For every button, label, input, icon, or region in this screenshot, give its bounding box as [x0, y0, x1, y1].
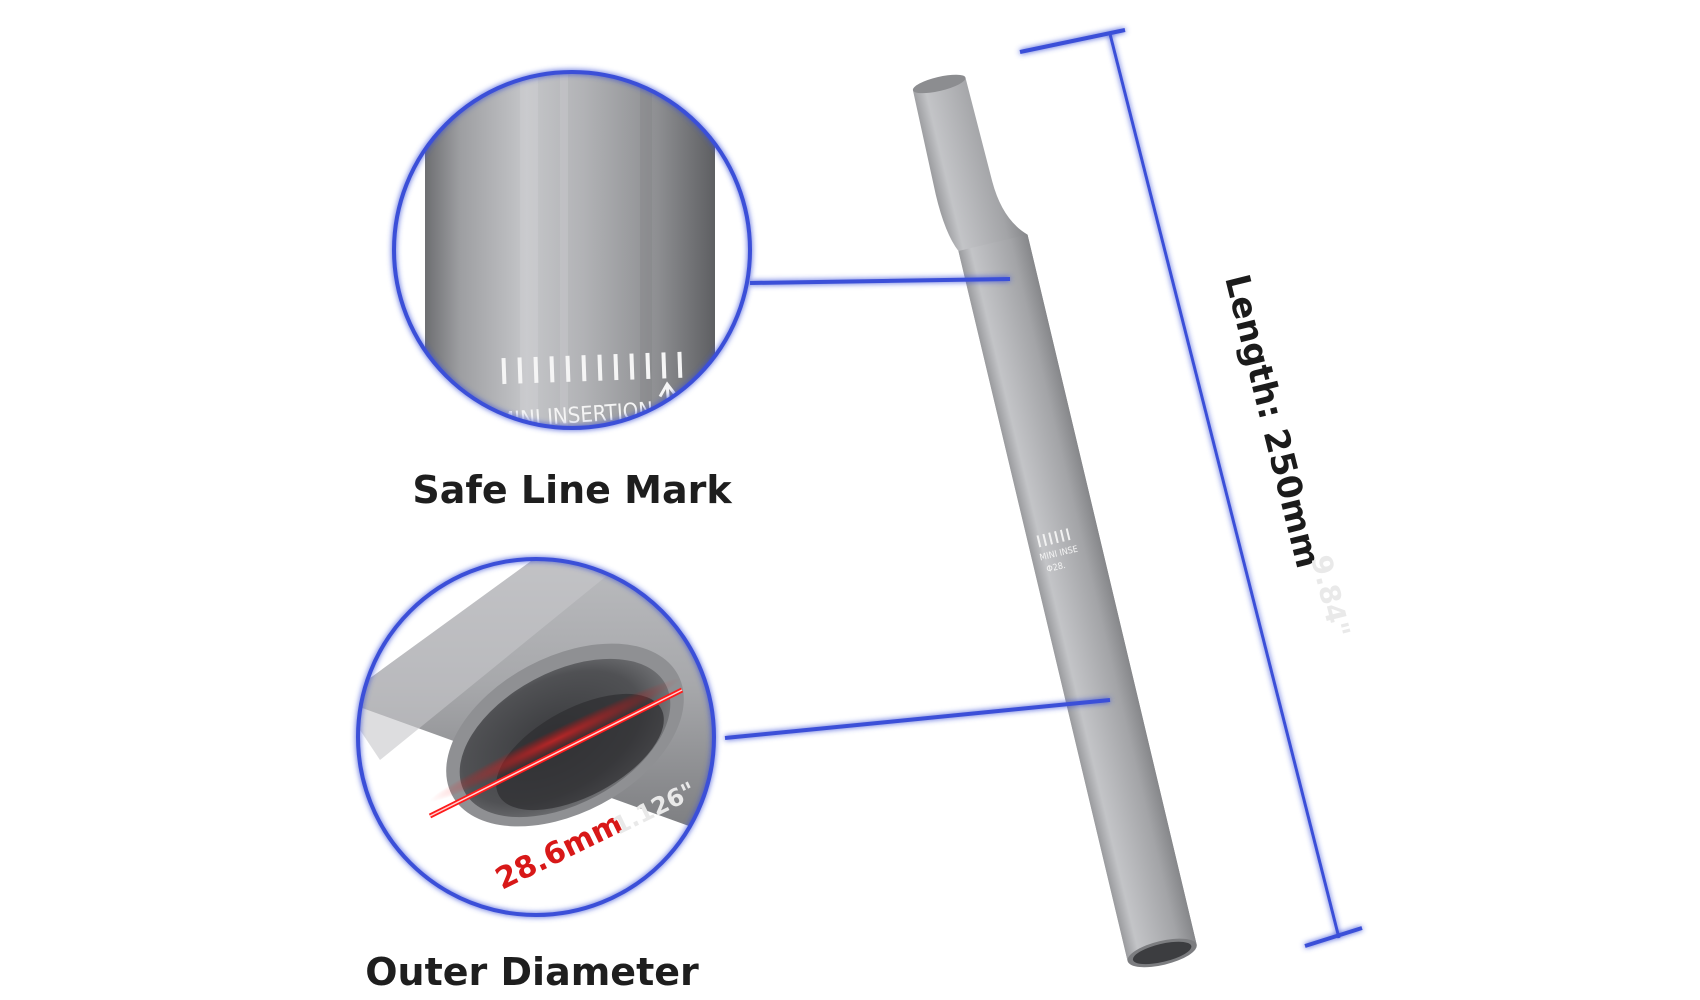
- length-inch-label: 9.84": [1304, 552, 1356, 641]
- outer-diameter-title: Outer Diameter: [365, 950, 699, 994]
- callout-ring-top: [392, 70, 752, 430]
- safe-line-callout: MINI INSERTION Safe Line Mark: [392, 70, 752, 512]
- seatpost-tube: MINI INSE Φ28.: [912, 74, 1197, 968]
- callout-connectors: [724, 277, 1111, 740]
- callout-ring-bottom: [356, 557, 716, 917]
- outer-diameter-callout: 28.6mm 1.126" Outer Diameter: [356, 557, 716, 994]
- insertion-tick-marks: [501, 351, 683, 385]
- length-dimension: [1019, 28, 1363, 948]
- length-label: Length: 250mm: [1216, 271, 1328, 573]
- tube-scale-marks: [1036, 528, 1071, 548]
- tube-engraving-line2: Φ28.: [1046, 561, 1067, 575]
- safe-line-mark-title: Safe Line Mark: [412, 468, 732, 512]
